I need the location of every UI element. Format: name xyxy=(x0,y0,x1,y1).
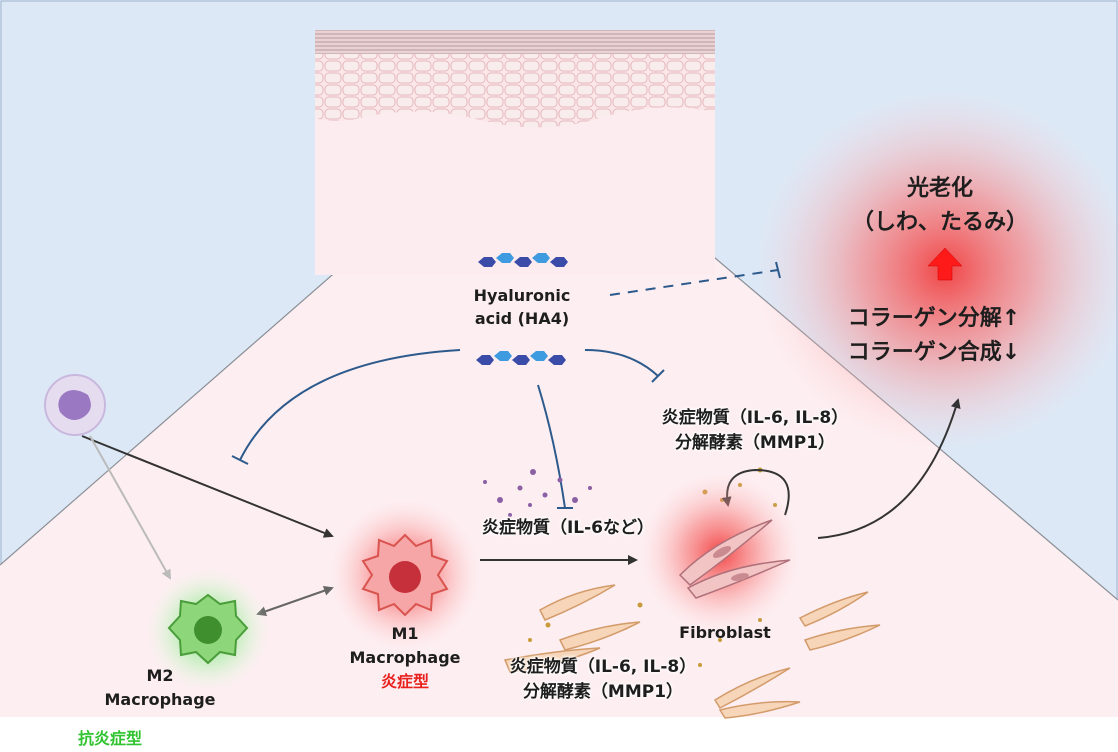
m1-label: M1 Macrophage 炎症型 xyxy=(320,622,490,694)
m2-differentiation-arrow xyxy=(89,435,171,580)
activated-fibroblast-icon xyxy=(640,473,800,633)
fibroblast-cells xyxy=(503,584,881,719)
m1-label-line1: M1 xyxy=(391,624,419,643)
m1-label-line2: Macrophage xyxy=(349,648,461,667)
photoaging-glow xyxy=(755,90,1118,450)
m2-label-line2: Macrophage xyxy=(104,690,216,709)
hyaluronic-acid-icon xyxy=(476,351,566,365)
secretion-bottom-line1: 炎症物質（IL-6, IL-8） xyxy=(509,657,697,677)
collagen-synthesis: コラーゲン合成↓ xyxy=(847,340,1021,365)
ha-label-line2: acid (HA4) xyxy=(474,309,570,328)
cytokine-particles xyxy=(483,469,592,517)
m2-type-label: 抗炎症型 xyxy=(77,729,142,748)
hyaluronic-acid-label: Hyaluronic acid (HA4) xyxy=(437,284,607,330)
fibroblast-label: Fibroblast xyxy=(679,623,771,642)
collagen-degradation: コラーゲン分解↑ xyxy=(847,306,1021,331)
m2-macrophage-icon xyxy=(146,568,270,692)
m1-type-label: 炎症型 xyxy=(380,672,429,691)
skin-section xyxy=(315,30,715,275)
monocyte-icon xyxy=(44,374,106,436)
up-arrow-icon xyxy=(927,247,963,281)
m1-signal-label: 炎症物質（IL-6など） xyxy=(481,518,655,538)
secretion-top-line2: 分解酵素（MMP1） xyxy=(674,433,836,453)
secretion-top-line1: 炎症物質（IL-6, IL-8） xyxy=(661,408,849,428)
fibroblast-secretion-bottom: 炎症物質（IL-6, IL-8） 分解酵素（MMP1） xyxy=(468,655,738,705)
m2-label: M2 Macrophage xyxy=(75,664,245,712)
photoaging-subtitle: （しわ、たるみ） xyxy=(851,210,1028,235)
photoaging-title: 光老化 xyxy=(906,176,973,201)
m2-label-line1: M2 xyxy=(146,666,174,685)
ha-label-line1: Hyaluronic xyxy=(473,286,571,305)
m1-macrophage-icon xyxy=(330,500,480,650)
hyaluronic-acid-icon xyxy=(478,253,568,267)
collagen-label: コラーゲン分解↑ コラーゲン合成↓ xyxy=(800,302,1068,370)
fibroblast-secretion-top: 炎症物質（IL-6, IL-8） 分解酵素（MMP1） xyxy=(620,406,890,456)
inhibition-lines xyxy=(231,261,781,509)
photoaging-label: 光老化 （しわ、たるみ） xyxy=(815,172,1065,240)
polarization-arrow xyxy=(256,585,334,617)
secretion-bottom-line2: 分解酵素（MMP1） xyxy=(522,682,684,702)
